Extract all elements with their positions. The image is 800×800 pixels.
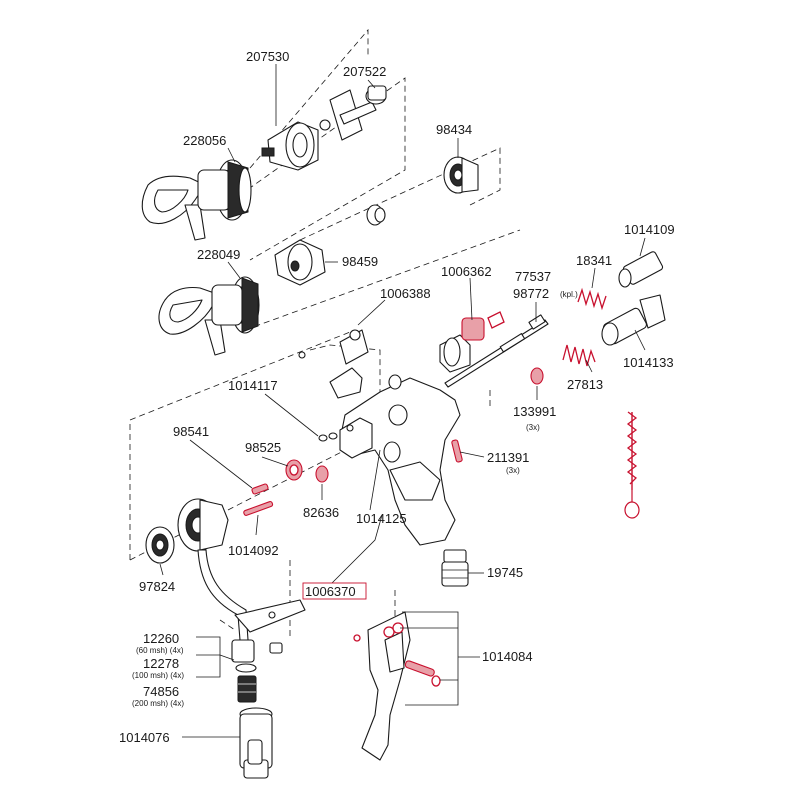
nut-97824	[145, 526, 175, 564]
spreader-98459	[274, 204, 386, 286]
label-98434: 98434	[436, 122, 472, 137]
label-12278-note: (100 msh) (4x)	[132, 671, 184, 680]
nozzle-head	[177, 498, 229, 552]
label-1006388: 1006388	[380, 286, 431, 301]
spring-18341	[577, 287, 607, 311]
label-12260: 12260	[143, 631, 179, 646]
spring-27813	[562, 344, 596, 367]
label-1014109: 1014109	[624, 222, 675, 237]
seal-82636	[315, 465, 329, 483]
label-98541: 98541	[173, 424, 209, 439]
tip-207522	[329, 85, 387, 141]
label-19745: 19745	[487, 565, 523, 580]
label-211391-qty: (3x)	[506, 466, 520, 475]
label-77537: 77537	[515, 269, 551, 284]
pin-1014117	[318, 432, 338, 442]
fitting-19745	[441, 549, 469, 587]
gun-body	[339, 374, 463, 546]
label-18341: 18341	[576, 253, 612, 268]
label-98525: 98525	[245, 440, 281, 455]
label-1014084: 1014084	[482, 649, 533, 664]
seal-133991	[530, 367, 544, 385]
fitting-98434	[443, 156, 479, 194]
pin-98541	[251, 483, 269, 495]
adjuster-1006362	[439, 311, 505, 373]
filter-stack	[231, 639, 257, 703]
label-207530: 207530	[246, 49, 289, 64]
nozzle-207530	[261, 119, 331, 171]
label-27813: 27813	[567, 377, 603, 392]
trigger-1014084	[353, 611, 441, 761]
label-1014117: 1014117	[228, 378, 278, 393]
label-1014125: 1014125	[356, 511, 407, 526]
label-98772: 98772	[513, 286, 549, 301]
label-1006370-box	[302, 582, 367, 600]
leader-lines	[159, 64, 646, 738]
label-1014076: 1014076	[119, 730, 170, 745]
knob-1014109	[618, 251, 664, 288]
needle-77537	[444, 314, 549, 388]
label-228056: 228056	[183, 133, 226, 148]
label-228049: 228049	[197, 247, 240, 262]
label-133991: 133991	[513, 404, 556, 419]
cleaning-brush	[624, 411, 640, 519]
pin-1014092	[243, 501, 274, 516]
valve-1014133	[601, 294, 666, 346]
bracket-1006388	[298, 329, 369, 399]
label-74856-note: (200 msh) (4x)	[132, 699, 184, 708]
air-cap-228049	[158, 276, 260, 356]
label-1014133: 1014133	[623, 355, 674, 370]
label-74856: 74856	[143, 684, 179, 699]
filter-housing-1014076	[239, 707, 273, 779]
seal-98525	[285, 459, 303, 481]
label-98772-note: (kpl.)	[560, 290, 578, 299]
label-97824: 97824	[139, 579, 175, 594]
label-211391: 211391	[487, 450, 529, 465]
label-12260-note: (60 msh) (4x)	[136, 646, 184, 655]
label-133991-qty: (3x)	[526, 423, 540, 432]
label-12278: 12278	[143, 656, 179, 671]
part-labels: 207530 207522 228056 98434 1014109 22804…	[119, 49, 675, 745]
feed-tube	[197, 549, 306, 654]
label-1006370: 1006370	[305, 584, 356, 599]
label-207522: 207522	[343, 64, 386, 79]
label-1014092: 1014092	[228, 543, 279, 558]
label-1006362: 1006362	[441, 264, 492, 279]
label-98459: 98459	[342, 254, 378, 269]
air-cap-228056	[141, 159, 252, 241]
label-82636: 82636	[303, 505, 339, 520]
